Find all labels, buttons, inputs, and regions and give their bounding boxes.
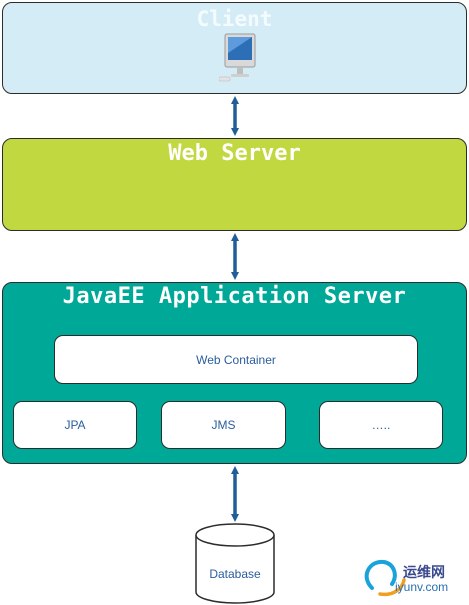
jpa-label: JPA <box>64 418 86 432</box>
web-container-label: Web Container <box>196 352 276 367</box>
database-label: Database <box>209 567 261 581</box>
more-components-box: ….. <box>319 401 443 449</box>
jms-label: JMS <box>211 418 236 432</box>
app-server-tier: JavaEE Application Server Web Container … <box>2 282 467 464</box>
watermark-name: 运维网 <box>403 564 445 580</box>
more-components-label: ….. <box>371 418 391 432</box>
jms-box: JMS <box>161 401 286 449</box>
client-tier: Client <box>2 2 467 94</box>
client-title: Client <box>196 7 273 31</box>
imac-computer-icon <box>219 33 256 82</box>
web-server-title: Web Server <box>168 141 301 166</box>
jpa-box: JPA <box>13 401 137 449</box>
watermark-logo-icon <box>364 559 406 597</box>
web-container-box: Web Container <box>54 335 418 384</box>
web-server-tier: Web Server <box>2 138 467 231</box>
database-cylinder-icon <box>195 523 275 604</box>
app-server-title: JavaEE Application Server <box>62 284 407 309</box>
watermark-site: iyunv.com <box>395 580 449 594</box>
